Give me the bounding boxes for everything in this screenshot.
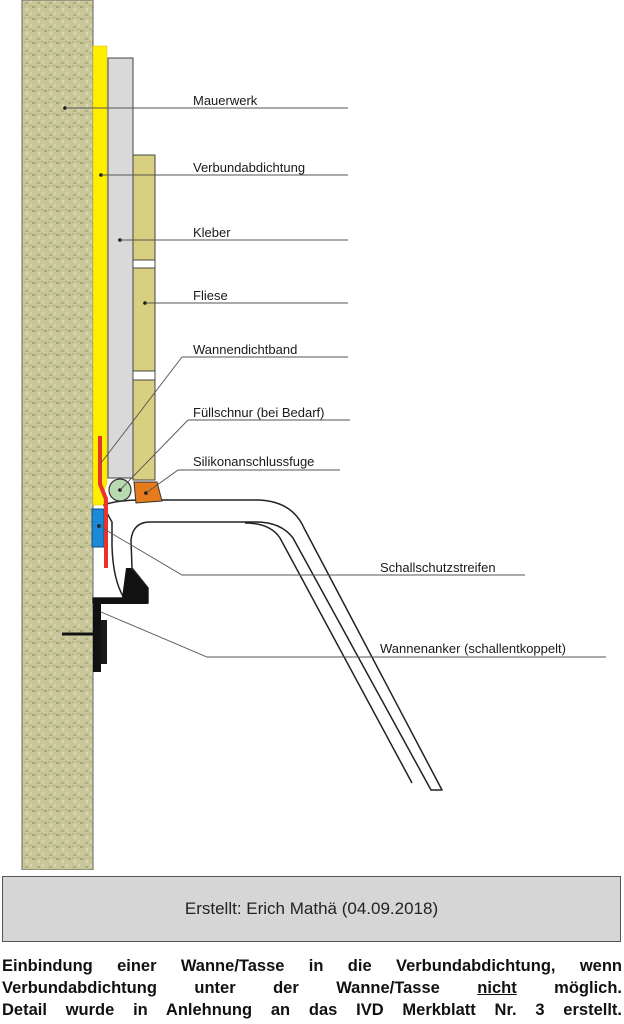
caption-line-1: Einbindung einer Wanne/Tasse in die Verb… [2,957,622,975]
label-wannendichtband: Wannendichtband [193,342,297,357]
bathtub-anchor-pad [101,620,107,664]
silicone-joint [133,481,163,504]
author-credit: Erstellt: Erich Mathä (04.09.2018) [184,899,439,918]
figure-caption: Einbindung einer Wanne/Tasse in die Verb… [2,955,622,1021]
caption-line-2-end: möglich. [516,979,622,997]
leader-lines [65,107,606,658]
label-mauerwerk: Mauerwerk [193,93,258,108]
label-fuellschnur: Füllschnur (bei Bedarf) [193,405,325,420]
tile-3 [132,379,156,481]
label-silikonanschlussfuge: Silikonanschlussfuge [193,454,314,469]
adhesive-layer [107,57,134,479]
caption-line-2: Verbundabdichtung unter der Wanne/Tasse … [2,977,622,999]
label-fliese: Fliese [193,288,228,303]
masonry-wall [21,0,94,870]
bathtub-anchor-bracket [93,568,148,604]
bathtub-connection-diagram: Mauerwerk Verbundabdichtung Kleber Flies… [21,0,606,870]
label-schallschutzstreifen: Schallschutzstreifen [380,560,496,575]
caption-line-3: Detail wurde in Anlehnung an das IVD Mer… [2,1001,622,1019]
tub-sealing-tape [98,436,108,568]
label-verbundabdichtung: Verbundabdichtung [193,160,305,175]
tile-joint-1 [132,259,156,269]
caption-emphasis: nicht [477,979,517,997]
bathtub-anchor-plate [93,604,101,672]
caption-line-2-start: Verbundabdichtung unter der Wanne/Tasse [2,979,478,997]
bathtub-inner-wall [244,522,413,784]
author-credit-box: Erstellt: Erich Mathä (04.09.2018) [2,876,621,942]
tile-joint-2 [132,370,156,381]
bathtub-shell [92,499,443,791]
tile-1 [132,154,156,261]
tile-2 [132,267,156,372]
label-wannenanker: Wannenanker (schallentkoppelt) [380,641,566,656]
label-kleber: Kleber [193,225,231,240]
